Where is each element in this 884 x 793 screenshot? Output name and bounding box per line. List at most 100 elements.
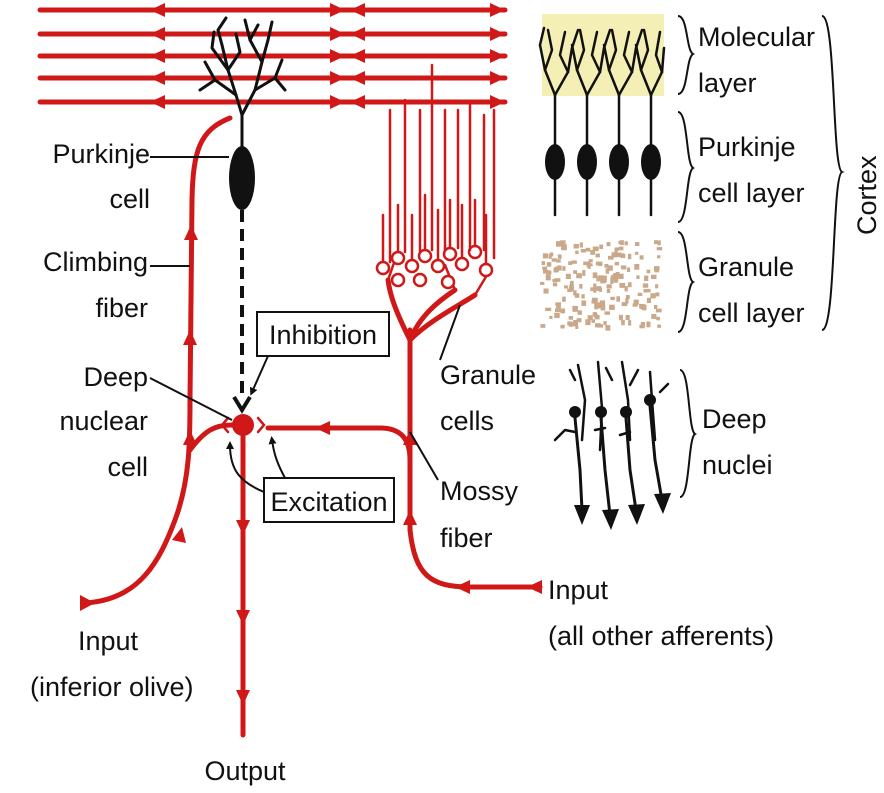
granule-speck xyxy=(603,321,606,325)
granule-speck xyxy=(620,240,624,245)
granule-speck xyxy=(627,268,630,273)
granule-speck xyxy=(654,240,658,244)
granule-speck xyxy=(596,262,601,266)
granule-speck xyxy=(590,250,595,255)
granule-speck xyxy=(570,282,573,285)
label-input-afferents: Input (all other afferents) xyxy=(548,575,774,651)
granule-speck xyxy=(657,247,663,250)
label-purkinje-layer: Purkinje cell layer xyxy=(698,132,805,208)
label-granule-cells: Granule cells xyxy=(440,360,536,436)
label-purkinje-cell: Purkinje cell xyxy=(52,139,150,214)
granule-speck xyxy=(549,316,552,319)
label-climbing-fiber: Climbing fiber xyxy=(43,247,148,323)
svg-text:Mossy: Mossy xyxy=(440,476,519,506)
granule-speck xyxy=(542,267,547,270)
granule-speck xyxy=(656,317,660,321)
leader-mossy xyxy=(410,432,438,480)
svg-text:cells: cells xyxy=(440,406,494,436)
svg-text:(inferior olive): (inferior olive) xyxy=(30,672,194,702)
inhibition-arrowhead xyxy=(234,397,250,410)
granule-speck xyxy=(552,279,557,282)
granule-speck xyxy=(616,274,622,277)
granule-speck xyxy=(566,274,571,279)
granule-speck xyxy=(647,270,651,274)
granule-speck xyxy=(560,325,564,329)
granule-speck xyxy=(621,265,626,269)
granule-speck xyxy=(540,324,545,328)
granule-speck xyxy=(576,273,582,278)
granule-speck xyxy=(655,292,659,296)
purkinje-cell-icon xyxy=(229,146,255,210)
granule-speck xyxy=(615,262,619,266)
granule-speck xyxy=(593,287,596,292)
granule-speck xyxy=(553,283,557,287)
granule-speck xyxy=(647,289,650,293)
granule-speck xyxy=(599,275,603,281)
granule-speck xyxy=(569,287,574,292)
granule-speck xyxy=(646,322,650,328)
granule-speck xyxy=(582,270,585,276)
granule-speck xyxy=(572,306,578,312)
inhibition-label: Inhibition xyxy=(269,320,377,350)
granule-speck xyxy=(621,320,625,325)
granule-speck xyxy=(654,266,660,271)
svg-text:Deep: Deep xyxy=(702,404,767,434)
svg-text:layer: layer xyxy=(698,68,757,98)
inhibition-pointer xyxy=(252,356,268,392)
granule-speck xyxy=(633,303,638,306)
label-deep-nuclear-cell: Deep nuclear cell xyxy=(59,362,148,482)
climbing-fiber-path xyxy=(85,118,230,603)
granule-speck xyxy=(609,305,615,310)
excitation-label: Excitation xyxy=(270,487,387,517)
svg-text:Input: Input xyxy=(548,575,609,605)
granule-speck xyxy=(641,322,645,327)
granule-speck xyxy=(542,261,545,265)
granule-speck xyxy=(581,249,586,253)
granule-speck xyxy=(578,310,582,315)
granule-speck xyxy=(634,264,639,270)
label-molecular-layer: Molecular layer xyxy=(698,22,815,98)
svg-text:(all other afferents): (all other afferents) xyxy=(548,621,774,651)
granule-speck xyxy=(583,262,587,266)
granule-speck xyxy=(557,266,562,271)
granule-speck xyxy=(558,254,562,259)
granule-speck xyxy=(569,316,573,320)
granule-speck xyxy=(601,305,606,310)
granule-speck xyxy=(655,284,658,288)
granule-cells-icon xyxy=(377,65,494,340)
granule-speck xyxy=(657,255,660,258)
granule-speck xyxy=(573,323,577,327)
svg-text:Purkinje: Purkinje xyxy=(52,139,150,169)
svg-text:Climbing: Climbing xyxy=(43,247,148,277)
granule-speck xyxy=(628,320,631,326)
granule-speck xyxy=(547,262,552,267)
svg-text:nuclear: nuclear xyxy=(59,406,148,436)
granule-speck xyxy=(556,241,561,247)
granule-speck xyxy=(644,276,648,281)
granule-speck xyxy=(544,289,549,294)
granule-speck xyxy=(644,289,648,293)
svg-text:Deep: Deep xyxy=(83,362,148,392)
purkinje-dendrites-icon xyxy=(200,18,285,155)
svg-text:cell layer: cell layer xyxy=(698,178,805,208)
granule-speck xyxy=(635,252,639,255)
granule-speck xyxy=(638,293,643,296)
granule-speck xyxy=(555,308,561,312)
granule-speck xyxy=(562,266,565,271)
granule-speck xyxy=(556,302,561,308)
granule-speck xyxy=(640,255,644,259)
granule-speck xyxy=(610,297,615,300)
granule-speck xyxy=(568,261,572,265)
granule-speck xyxy=(597,302,601,308)
granule-speck xyxy=(608,256,614,260)
synapse-right xyxy=(258,418,264,432)
granule-speck xyxy=(628,254,631,259)
granule-speck xyxy=(614,252,617,256)
deep-nuclei-icon xyxy=(555,362,671,530)
granule-cell-layer-icon xyxy=(540,240,662,330)
granule-speck xyxy=(654,305,657,309)
label-deep-nuclei: Deep nuclei xyxy=(702,404,773,480)
purkinje-cell-layer-icon xyxy=(545,144,661,180)
granule-speck xyxy=(560,309,565,314)
granule-speck xyxy=(581,294,584,298)
